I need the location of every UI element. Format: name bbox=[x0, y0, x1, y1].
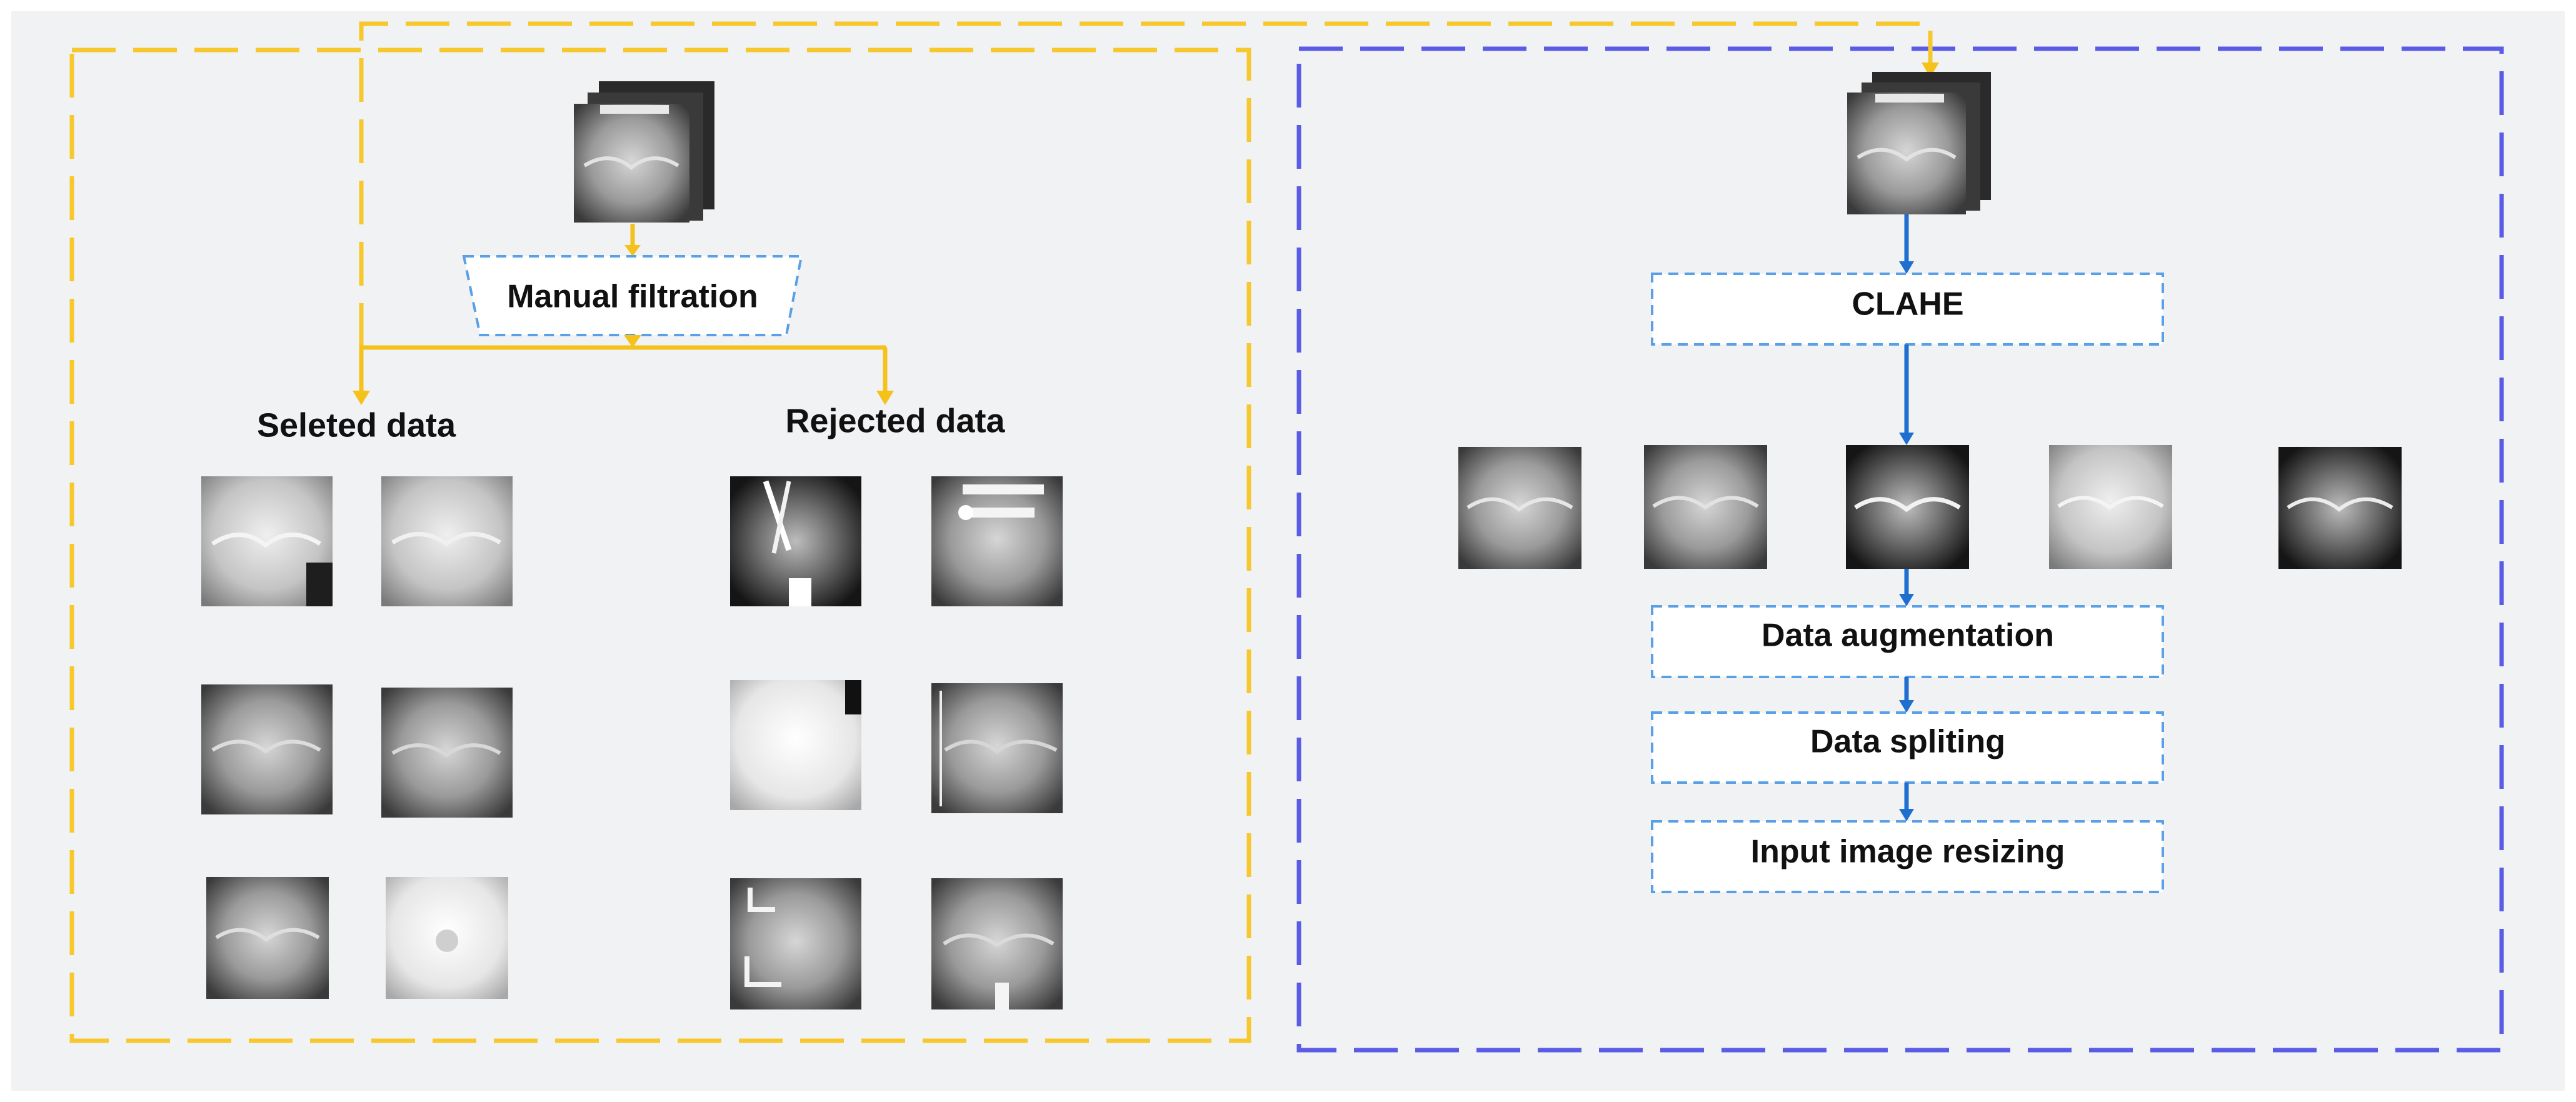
knee-xray-thumbnail bbox=[730, 680, 861, 810]
resizing-step-label: Input image resizing bbox=[1751, 834, 2065, 870]
clahe-output-thumbnails bbox=[1458, 445, 2402, 569]
manual-filtration-label: Manual filtration bbox=[507, 279, 758, 315]
knee-xray-thumbnail bbox=[2278, 447, 2402, 569]
knee-xray-thumbnail bbox=[1846, 445, 1969, 569]
flow-arrowhead-1 bbox=[624, 245, 641, 256]
augmentation-step-label: Data augmentation bbox=[1762, 618, 2054, 654]
flow-arrowhead-augment-split bbox=[1899, 700, 1914, 713]
selected-arrowhead bbox=[353, 391, 370, 405]
splitting-step-label: Data spliting bbox=[1810, 724, 2005, 760]
knee-xray-thumbnail bbox=[201, 476, 333, 606]
knee-xray-thumbnail bbox=[386, 877, 508, 999]
knee-xray-thumbnail bbox=[931, 683, 1063, 813]
knee-xray-thumbnail bbox=[381, 476, 513, 606]
knee-xray-thumbnail bbox=[931, 878, 1063, 1009]
clahe-step-box bbox=[1651, 273, 2164, 346]
knee-xray-thumbnail bbox=[730, 476, 861, 606]
augmentation-step-box bbox=[1651, 605, 2164, 678]
filtration-frame bbox=[69, 48, 1251, 1043]
knee-xray-thumbnail bbox=[730, 878, 861, 1009]
xray-stack-icon bbox=[574, 81, 714, 223]
bypass-connector bbox=[359, 21, 1933, 347]
flow-arrowhead-samples-augment bbox=[1899, 594, 1914, 606]
knee-xray-thumbnail bbox=[201, 684, 333, 814]
bypass-arrowhead bbox=[1922, 63, 1939, 78]
knee-xray-thumbnail bbox=[2049, 445, 2172, 569]
knee-xray-thumbnail bbox=[1644, 445, 1767, 569]
split-arrowhead bbox=[624, 335, 641, 348]
xray-stack-icon bbox=[1847, 72, 1991, 214]
manual-filtration-box bbox=[462, 255, 803, 336]
clahe-step-label: CLAHE bbox=[1852, 286, 1963, 323]
flow-arrowhead-clahe-samples bbox=[1899, 433, 1914, 445]
knee-xray-thumbnail bbox=[931, 476, 1063, 606]
selected-thumbnails bbox=[201, 476, 513, 999]
splitting-step-box bbox=[1651, 711, 2164, 784]
resizing-step-box bbox=[1651, 820, 2164, 893]
flow-arrowhead-split-resize bbox=[1899, 809, 1914, 821]
rejected-arrowhead bbox=[876, 391, 894, 405]
selected-data-heading: Seleted data bbox=[257, 406, 456, 444]
knee-xray-thumbnail bbox=[381, 688, 513, 818]
flow-arrowhead-stack-clahe bbox=[1899, 261, 1914, 274]
knee-xray-thumbnail bbox=[1458, 447, 1581, 569]
rejected-data-heading: Rejected data bbox=[785, 402, 1005, 439]
rejected-thumbnails bbox=[730, 476, 1063, 1009]
knee-xray-thumbnail bbox=[206, 877, 329, 999]
